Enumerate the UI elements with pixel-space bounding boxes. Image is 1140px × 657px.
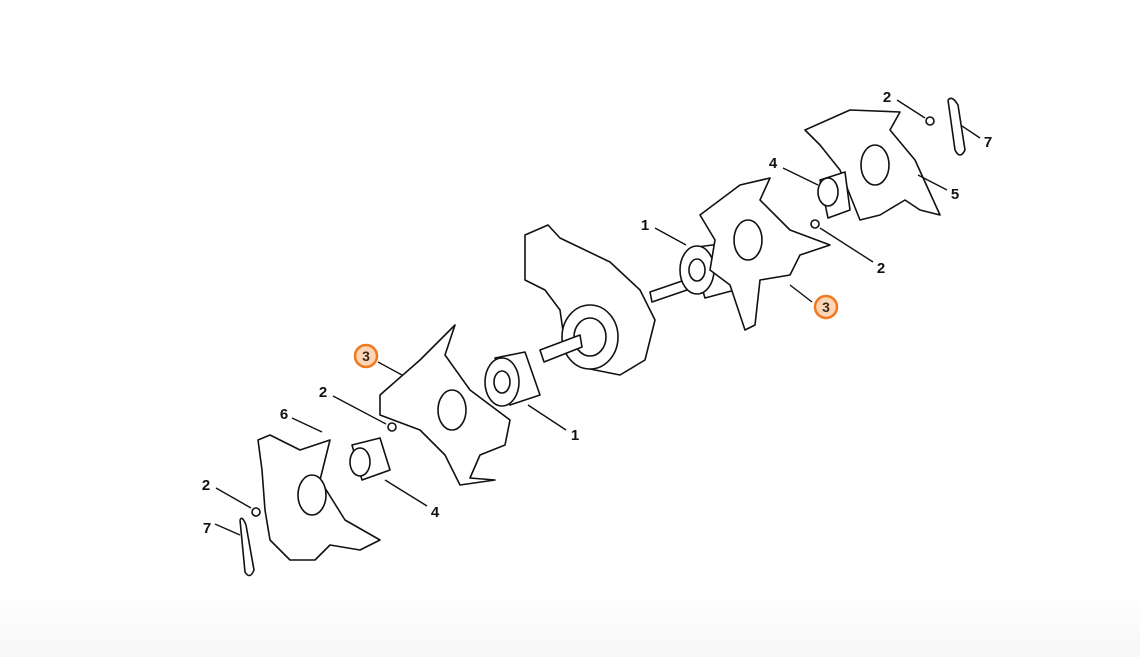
callout-3-right[interactable]: 3 xyxy=(813,294,839,320)
gearbox xyxy=(524,224,688,376)
callout-2-bottom: 2 xyxy=(202,477,210,494)
leader-lines xyxy=(214,99,981,536)
callout-6: 6 xyxy=(280,406,288,423)
callout-label: 3 xyxy=(362,348,370,364)
callout-2-left: 2 xyxy=(319,384,327,401)
callout-1-left: 1 xyxy=(571,427,579,444)
floor-shadow xyxy=(0,587,1140,657)
callout-2-top: 2 xyxy=(883,89,891,106)
callout-7-left: 7 xyxy=(203,520,211,537)
bolts xyxy=(251,116,935,517)
callout-3-left[interactable]: 3 xyxy=(353,343,379,369)
callout-4-right: 4 xyxy=(769,155,778,172)
tine-right-outer xyxy=(804,109,941,221)
hub-left xyxy=(349,437,391,481)
tine-left-inner xyxy=(379,324,511,486)
callout-2-right: 2 xyxy=(877,260,885,277)
collar-left xyxy=(484,351,541,407)
callout-1-right: 1 xyxy=(641,217,649,234)
tine-right-inner xyxy=(699,177,831,331)
callout-label: 3 xyxy=(822,299,830,315)
tine-left-outer xyxy=(257,434,381,561)
callout-5: 5 xyxy=(951,186,959,203)
callout-4-left: 4 xyxy=(431,504,440,521)
hub-right xyxy=(817,171,851,219)
hairpin-clips xyxy=(239,97,966,577)
callout-7-right: 7 xyxy=(984,134,992,151)
